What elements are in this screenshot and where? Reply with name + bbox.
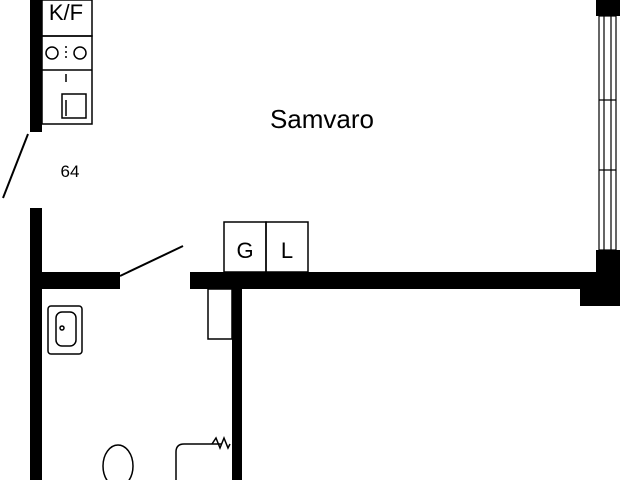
bathroom-door-leaf: [119, 245, 184, 277]
kitchen-label: K/F: [49, 0, 83, 25]
wall-left-lower: [30, 208, 42, 480]
wall-right-lower-pier: [596, 250, 620, 280]
wardrobe-g-label: G: [236, 238, 253, 263]
entrance-door-leaf: [2, 133, 29, 199]
stove-burner-right: [73, 46, 87, 60]
wall-left-upper: [30, 0, 42, 132]
shower-tray: [175, 443, 222, 480]
wall-bath-right: [232, 289, 242, 480]
bathroom-fixtures: [47, 288, 233, 480]
kitchen-sink: [61, 93, 87, 119]
shower-mixer-icon: [211, 435, 231, 451]
wall-mid-horizontal: [190, 272, 620, 289]
wall-right-upper-pier: [596, 0, 620, 16]
window-right: [598, 15, 617, 251]
wall-bath-top: [30, 272, 120, 289]
wardrobe-l-label: L: [281, 238, 293, 263]
bath-cabinet: [207, 288, 233, 340]
kitchen-unit: [41, 0, 93, 125]
kitchen-counter: [41, 35, 93, 125]
wardrobe-l: [265, 221, 309, 273]
washbasin: [47, 305, 83, 355]
stove-burner-left: [45, 46, 59, 60]
living-room-label: Samvaro: [270, 104, 374, 134]
walls: [30, 0, 620, 480]
apartment-number: 64: [61, 162, 80, 181]
wardrobes: [223, 221, 309, 273]
toilet: [102, 444, 134, 480]
